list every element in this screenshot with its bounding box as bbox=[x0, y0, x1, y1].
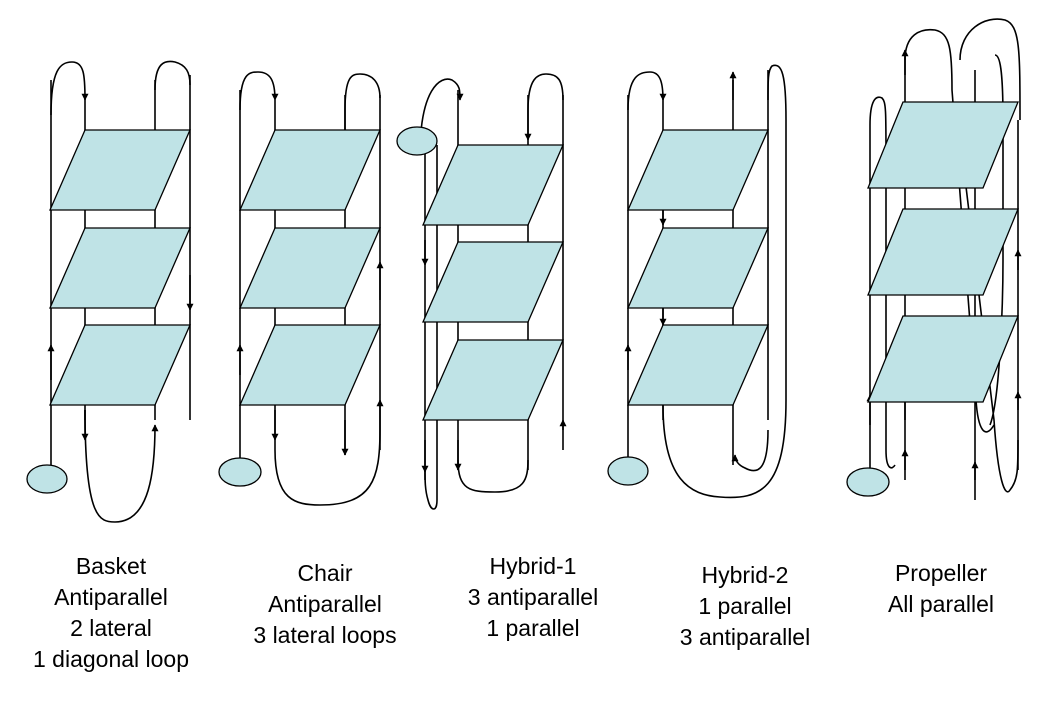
caption-line: Hybrid-2 bbox=[701, 562, 789, 588]
tetrad-plate bbox=[49, 227, 191, 309]
hybrid-1-caption: Hybrid-1 3 antiparallel 1 parallel bbox=[428, 551, 638, 644]
tetrad-plate bbox=[49, 129, 191, 211]
caption-line: 1 parallel bbox=[698, 593, 792, 619]
basket-plates bbox=[26, 129, 191, 494]
tetrad-plate bbox=[422, 144, 564, 226]
tetrad-plate bbox=[49, 324, 191, 406]
caption-line: 1 parallel bbox=[486, 615, 580, 641]
caption-line: Chair bbox=[297, 560, 353, 586]
caption-line: Basket bbox=[75, 553, 147, 579]
tetrad-plate bbox=[627, 324, 769, 406]
five-prime-end bbox=[607, 456, 649, 486]
caption-line: 2 lateral bbox=[70, 615, 152, 641]
tetrad-plate bbox=[422, 339, 564, 421]
tetrad-plate bbox=[627, 129, 769, 211]
hybrid-1-plates bbox=[396, 126, 564, 421]
tetrad-plate bbox=[867, 208, 1019, 296]
propeller-caption: Propeller All parallel bbox=[836, 558, 1046, 620]
tetrad-plate bbox=[239, 129, 381, 211]
caption-line: Antiparallel bbox=[268, 591, 382, 617]
five-prime-end bbox=[218, 457, 262, 487]
caption-line: All parallel bbox=[887, 591, 995, 617]
five-prime-end bbox=[846, 467, 890, 497]
tetrad-plate bbox=[422, 241, 564, 323]
tetrad-plate bbox=[239, 227, 381, 309]
tetrad-plate bbox=[867, 315, 1019, 403]
chair-caption: Chair Antiparallel 3 lateral loops bbox=[220, 558, 430, 651]
tetrad-plate bbox=[867, 101, 1019, 189]
basket-caption: Basket Antiparallel 2 lateral 1 diagonal… bbox=[6, 551, 216, 675]
caption-line: Antiparallel bbox=[54, 584, 168, 610]
five-prime-end bbox=[396, 126, 438, 156]
caption-line: Hybrid-1 bbox=[489, 553, 577, 579]
caption-line: Propeller bbox=[894, 560, 988, 586]
caption-line: 1 diagonal loop bbox=[32, 646, 190, 672]
caption-line: 3 antiparallel bbox=[467, 584, 599, 610]
caption-line: 3 lateral loops bbox=[253, 622, 397, 648]
tetrad-plate bbox=[627, 227, 769, 309]
caption-line: 3 antiparallel bbox=[679, 624, 811, 650]
tetrad-plate bbox=[239, 324, 381, 406]
hybrid-2-plates bbox=[607, 129, 769, 486]
chair-plates bbox=[218, 129, 381, 487]
five-prime-end bbox=[26, 464, 68, 494]
hybrid-2-caption: Hybrid-2 1 parallel 3 antiparallel bbox=[640, 560, 850, 653]
propeller-plates bbox=[846, 101, 1019, 497]
